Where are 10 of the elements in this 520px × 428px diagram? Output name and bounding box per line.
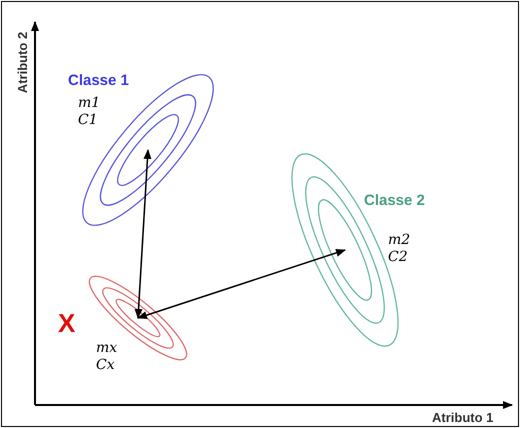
mean-covariance-label: m2 C2: [388, 232, 412, 266]
mean-covariance-label: m1 C1: [78, 95, 102, 129]
mean-covariance-label: mx Cx: [96, 340, 118, 374]
arrow: [137, 249, 346, 319]
class-label: Classe 1: [68, 72, 129, 89]
axis-title: Atributo 2: [15, 32, 30, 94]
axis-title: Atributo 1: [432, 410, 494, 425]
class-label: Classe 2: [364, 192, 425, 209]
class-label: X: [58, 308, 76, 339]
arrow: [134, 149, 152, 319]
